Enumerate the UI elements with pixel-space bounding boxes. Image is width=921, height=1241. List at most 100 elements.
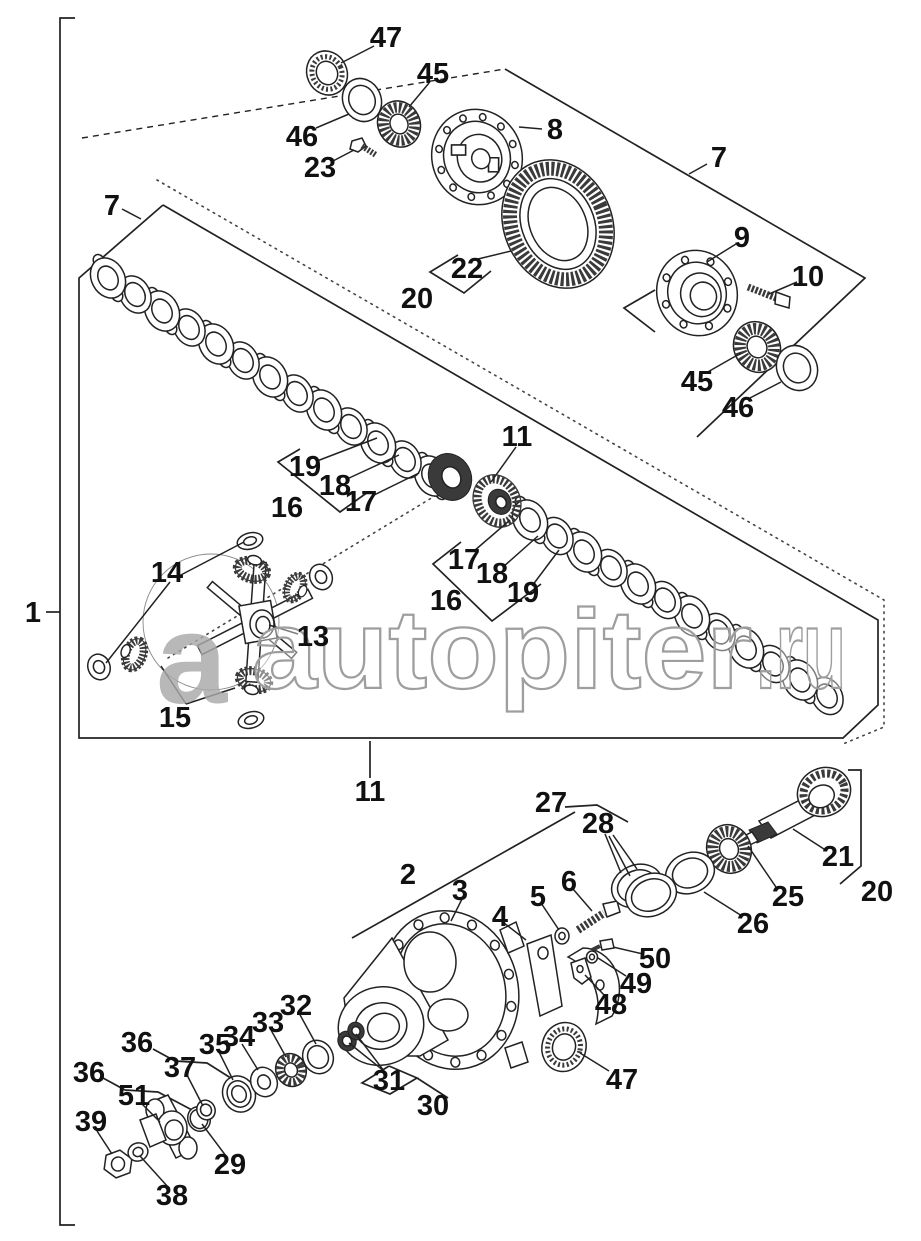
leader-line [518,126,543,130]
callout-38: 38 [156,1180,188,1212]
callout-8: 8 [547,114,563,146]
leader-line [371,472,420,497]
leader-line [584,974,606,997]
part-34-washer [249,1066,279,1098]
leader-line [503,922,527,941]
leader-line [241,1043,259,1071]
callout-45: 45 [417,58,449,90]
leader-line [298,1012,317,1045]
leader-line [201,1123,227,1157]
callout-32: 32 [280,990,312,1022]
part-8-differential-flange [430,108,524,206]
part-48-lock-plate [570,957,592,985]
part-32-bearing-cup-front [301,1039,335,1075]
callout-6: 6 [561,866,577,898]
leader-line [612,834,638,870]
frame-bracket-2 [351,811,576,939]
callout-15: 15 [159,702,191,734]
frame-diamond-16-upper [276,448,369,514]
leader-line [703,891,743,917]
callout-20: 20 [861,876,893,908]
callout-21: 21 [822,841,854,873]
frame-top-group-dashed [81,68,506,139]
leader-line [348,1042,385,1072]
callout-17: 17 [448,544,480,576]
callout-47: 47 [606,1064,638,1096]
leader-line [141,1103,161,1123]
frame-chevron-36-lower [102,1077,193,1111]
callout-1: 1 [25,597,41,629]
callout-27: 27 [535,787,567,819]
callout-48: 48 [595,989,627,1021]
leader-line [340,45,375,64]
leader-line [604,833,622,874]
leader-line [450,896,464,922]
leader-line [160,665,187,705]
callout-16: 16 [271,492,303,524]
part-5-washer [554,927,570,945]
part-2-carrier-housing [337,909,529,1071]
leader-line [186,1074,204,1107]
part-23-screw [349,137,378,158]
callout-51: 51 [118,1080,150,1112]
callout-31: 31 [373,1065,405,1097]
part-26-bearing-cup [664,851,716,895]
callout-36: 36 [73,1057,105,1089]
frame-diamond-31 [360,1065,419,1095]
part-9-differential-case [655,249,739,337]
part-39-nut [103,1149,133,1179]
leader-line [572,888,593,912]
leader-line [597,957,627,977]
group-leader-lines [96,45,828,1188]
leader-line [176,541,245,578]
watermark-suffix: .ru [756,587,846,712]
part-49-washer [585,950,599,964]
callout-25: 25 [772,881,804,913]
leader-line [332,149,355,162]
callout-26: 26 [737,908,769,940]
callout-22: 22 [451,253,483,285]
callout-36: 36 [121,1027,153,1059]
leader-line [121,208,142,220]
callout-13: 13 [297,621,329,653]
callout-14: 14 [151,557,183,589]
callout-18: 18 [476,558,508,590]
callout-37: 37 [164,1052,196,1084]
callout-4: 4 [492,901,508,933]
part-47-exciter-ring-bottom [541,1021,587,1073]
leader-line [316,437,378,462]
callout-3: 3 [452,875,468,907]
frame-group7-box [78,204,879,739]
part-51-yoke [139,1094,198,1160]
callout-11: 11 [502,421,533,453]
leader-line [355,1033,385,1072]
leader-line [218,1051,234,1081]
part-6-bolt [575,900,621,934]
callout-7: 7 [711,142,727,174]
frame-chevron-9 [622,289,656,333]
leader-line [608,835,631,877]
part-33-pinion-bearing-front [274,1052,308,1088]
frame-top-group-solid [504,68,867,438]
callout-9: 9 [734,222,750,254]
callout-11: 11 [355,776,386,808]
frame-chevron-27-28 [564,804,629,823]
callout-30: 30 [417,1090,449,1122]
callout-34: 34 [223,1021,255,1053]
leader-line [768,281,798,295]
callout-33: 33 [252,1007,284,1039]
leader-line [531,549,560,587]
callout-45: 45 [681,366,713,398]
leader-line [705,352,742,374]
callout-23: 23 [304,152,336,184]
callout-19: 19 [507,577,539,609]
group-parts [86,50,852,1179]
leader-line [270,1029,287,1058]
callout-46: 46 [286,121,318,153]
part-13-spider-group [86,531,334,730]
frame-group7-dotted [156,179,885,745]
leader-line [473,519,511,552]
callout-17: 17 [345,486,377,518]
callout-39: 39 [75,1106,107,1138]
callout-10: 10 [792,261,824,293]
